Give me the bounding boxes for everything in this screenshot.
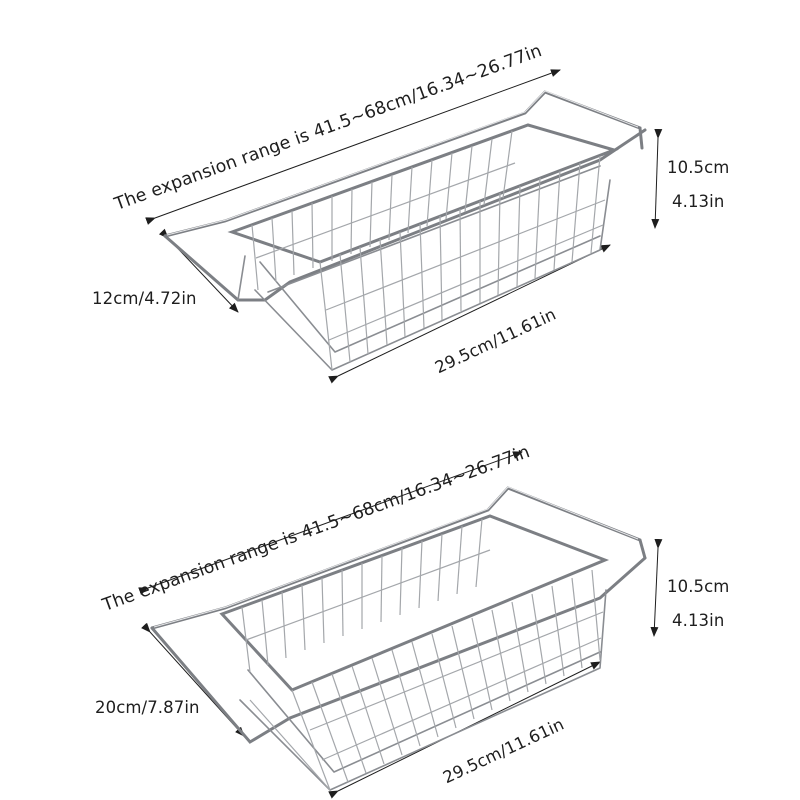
height-cm-label: 10.5cm xyxy=(667,158,730,177)
basket-diagram-narrow: The expansion range is 41.5~68cm/16.34~2… xyxy=(92,41,730,384)
width-label: 12cm/4.72in xyxy=(92,289,197,308)
basket-illustration-narrow xyxy=(145,69,663,384)
width-label: 20cm/7.87in xyxy=(95,698,200,717)
height-cm-label: 10.5cm xyxy=(667,577,730,596)
height-in-label: 4.13in xyxy=(672,611,725,630)
expansion-dimension-arrow xyxy=(145,69,561,225)
height-in-label: 4.13in xyxy=(672,192,725,211)
basket-illustration-wide xyxy=(138,451,663,799)
basket-diagram-wide: The expansion range is 41.5~68cm/16.34~2… xyxy=(0,400,800,800)
